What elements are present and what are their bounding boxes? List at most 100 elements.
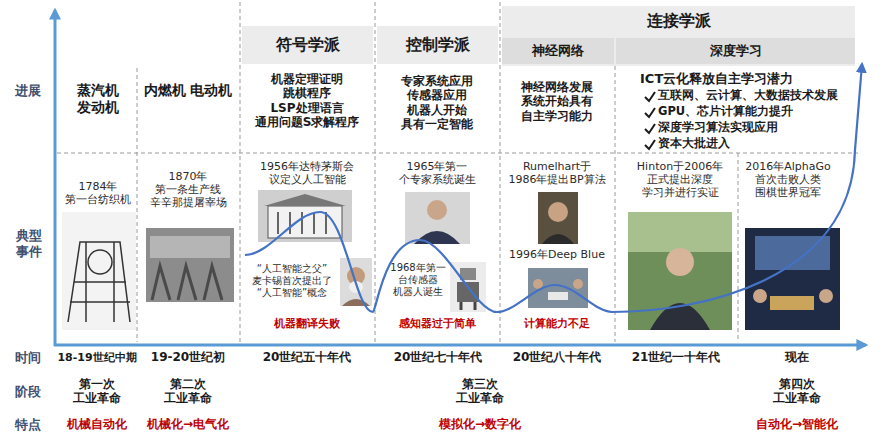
event-text: “人工智能之父” 麦卡锡首次提出了 “人工智能”概念 — [246, 263, 338, 299]
suit — [414, 231, 460, 244]
column-divider — [615, 66, 616, 342]
shoulders — [542, 234, 574, 244]
event-text: 2016年AlphaGo 首次击败人类 围棋世界冠军 — [738, 160, 838, 200]
stage-label: 第四次 工业革命 — [767, 377, 827, 406]
picture-ground — [146, 228, 234, 302]
picture-ground — [405, 192, 470, 244]
progress-text: 蒸汽机 发动机 — [62, 82, 134, 116]
progress-text: 神经网络发展 系统开始具有 自主学习能力 — [503, 80, 611, 123]
time-label: 20世纪八十年代 — [503, 350, 611, 364]
progress-text: 专家系统应用 传感器应用 机器人开始 具有一定智能 — [379, 74, 495, 132]
hinton-photo — [628, 212, 732, 330]
column-divider — [375, 2, 376, 342]
time-label: 18-19世纪中期 — [57, 351, 137, 364]
school-header: 符号学派 — [242, 26, 373, 64]
go-board — [770, 296, 814, 310]
face — [427, 200, 447, 220]
column-divider — [137, 68, 138, 342]
loom-wheel — [88, 250, 112, 274]
time-axis — [54, 344, 866, 347]
header-text: 连接学派 — [647, 11, 711, 30]
photo-detail — [152, 266, 222, 300]
chess-board — [548, 292, 568, 300]
picture-ground — [62, 212, 136, 330]
row-label: 典型 事件 — [14, 228, 44, 259]
picture-ground — [745, 228, 840, 330]
bullet-item: 互联网、云计算、大数据技术发展 — [658, 89, 843, 103]
header-text: 控制学派 — [406, 35, 470, 54]
time-label: 21世纪一十年代 — [618, 350, 734, 364]
school-header: 神经网络 — [502, 38, 614, 64]
school-header: 连接学派神经网络 深度学习 — [502, 6, 855, 66]
picture-ground — [528, 268, 588, 308]
bullet-item: 深度学习算法实现应用 — [658, 121, 843, 135]
bullet-item: 资本大批进入 — [658, 137, 843, 151]
time-label: 20世纪七十年代 — [379, 350, 497, 364]
development-curve — [245, 64, 862, 312]
column-divider — [738, 153, 739, 342]
loom-frame — [68, 242, 130, 322]
check-mark — [645, 92, 655, 101]
player — [753, 289, 767, 303]
failure-note: 计算能力不足 — [520, 316, 594, 331]
row-label: 特点 — [6, 417, 50, 433]
row-label: 进展 — [6, 83, 50, 99]
school-header: 深度学习 — [616, 38, 855, 64]
feature-label: 自动化→智能化 — [741, 417, 853, 431]
stage-label: 第一次 工业革命 — [67, 377, 127, 406]
bullet-item: GPU、芯片计算能力提升 — [658, 105, 843, 119]
column-divider — [500, 2, 501, 342]
face — [548, 202, 568, 222]
feature-label: 模拟化→数字化 — [420, 417, 540, 431]
photo-detail — [628, 212, 732, 252]
row-label: 时间 — [6, 350, 50, 366]
alphago-photo — [745, 228, 840, 330]
event-text: 1968年第一 台传感器 机器人诞生 — [388, 262, 448, 298]
check-marks — [645, 92, 655, 149]
header-text: 深度学习 — [710, 43, 762, 59]
player — [819, 289, 833, 303]
header-text: 符号学派 — [276, 35, 340, 54]
robot-body — [457, 282, 479, 302]
face — [666, 248, 694, 276]
picture-ground — [538, 192, 578, 244]
progress-text: 机器定理证明 跳棋程序 LSP处理语言 通用问题S求解程序 — [251, 72, 363, 130]
column-divider — [240, 2, 241, 342]
vertical-axis — [54, 10, 57, 346]
feature-label: 机械自动化 — [57, 417, 137, 431]
progress-text: ICT云化释放自主学习潜力 — [640, 71, 850, 87]
player — [573, 279, 583, 289]
time-label: 现在 — [741, 350, 853, 364]
check-mark — [645, 124, 655, 133]
event-text: 1956年达特茅斯会 议定义人工智能 — [255, 160, 359, 186]
event-text: 1870年 第一条生产线 辛辛那提屠宰场 — [140, 170, 236, 210]
event-text: 1996年Deep Blue — [505, 248, 609, 261]
building — [268, 206, 342, 238]
time-label: 20世纪五十年代 — [244, 350, 370, 364]
building-roof — [264, 194, 346, 206]
event-text: Rumelhart于 1986年提出BP算法 — [502, 160, 612, 186]
portrait-photo — [538, 192, 578, 244]
row-label: 阶段 — [6, 384, 50, 400]
failure-note: 感知器过于简单 — [392, 316, 482, 331]
portrait-photo — [405, 192, 470, 244]
stage-label: 第二次 工业革命 — [158, 377, 218, 406]
failure-note: 机器翻译失败 — [270, 316, 344, 331]
time-label: 19-20世纪初 — [140, 350, 236, 364]
check-mark — [645, 108, 655, 117]
loom-illustration — [62, 212, 136, 330]
row-divider — [57, 153, 858, 154]
factory-photo — [146, 228, 234, 302]
event-text: 1784年 第一台纺织机 — [62, 180, 134, 206]
event-text: Hinton于2006年 正式提出深度 学习并进行实证 — [625, 160, 735, 200]
event-text: 1965年第一 个专家系统诞生 — [387, 160, 487, 186]
check-mark — [645, 140, 655, 149]
feature-label: 机械化→电气化 — [140, 417, 236, 431]
picture-ground — [628, 212, 732, 330]
school-header: 控制学派 — [377, 26, 498, 64]
stage-label: 第三次 工业革命 — [450, 377, 510, 406]
robot-legs — [461, 302, 475, 310]
header-text: 神经网络 — [532, 43, 584, 59]
chess-photo — [528, 268, 588, 308]
